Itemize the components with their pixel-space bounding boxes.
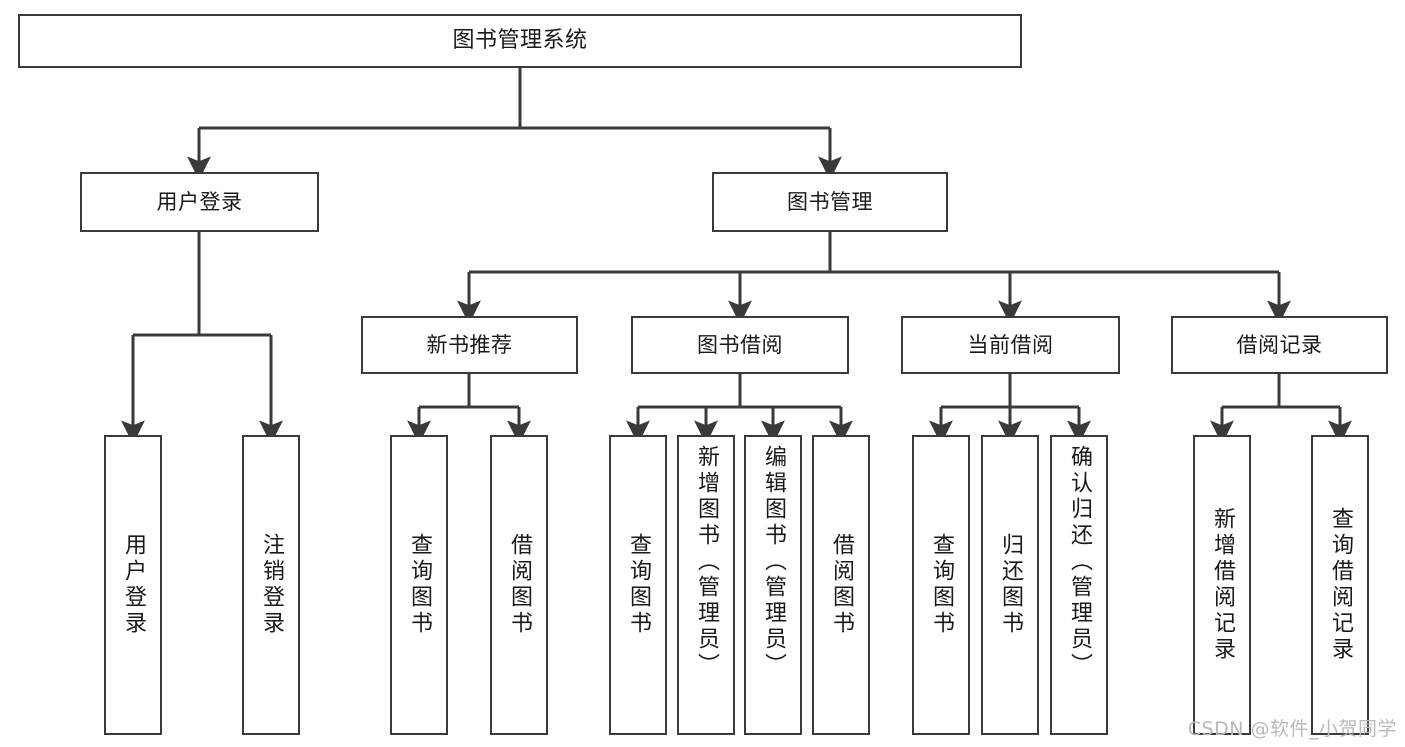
node-book-borrow-label: 图书借阅 bbox=[697, 332, 783, 357]
leaf-current-confirm-return[interactable]: 确认归还（管理员） bbox=[1050, 435, 1108, 735]
node-book-management-label: 图书管理 bbox=[787, 189, 873, 214]
leaf-recommend-query-book[interactable]: 查询图书 bbox=[390, 435, 448, 735]
leaf-borrow-query-book-label: 查询图书 bbox=[626, 533, 651, 637]
watermark-text: CSDN @软件_小贺同学 bbox=[1187, 718, 1397, 740]
leaf-current-query-book[interactable]: 查询图书 bbox=[912, 435, 970, 735]
leaf-user-login-logout-label: 注销登录 bbox=[259, 533, 284, 637]
leaf-borrow-add-book[interactable]: 新增图书（管理员） bbox=[677, 435, 735, 735]
node-borrow-record-label: 借阅记录 bbox=[1236, 332, 1323, 357]
leaf-record-add-record[interactable]: 新增借阅记录 bbox=[1193, 435, 1251, 735]
node-root[interactable]: 图书管理系统 bbox=[18, 14, 1022, 68]
leaf-record-add-record-label: 新增借阅记录 bbox=[1210, 507, 1235, 663]
leaf-current-confirm-return-label: 确认归还（管理员） bbox=[1067, 445, 1092, 679]
leaf-recommend-borrow-book-label: 借阅图书 bbox=[507, 533, 532, 637]
leaf-user-login-login[interactable]: 用户登录 bbox=[104, 435, 162, 735]
node-current-borrow-label: 当前借阅 bbox=[967, 332, 1054, 357]
leaf-current-return-book[interactable]: 归还图书 bbox=[981, 435, 1039, 735]
node-book-borrow[interactable]: 图书借阅 bbox=[631, 316, 849, 374]
leaf-borrow-borrow-book-label: 借阅图书 bbox=[829, 533, 854, 637]
node-new-book-recommend[interactable]: 新书推荐 bbox=[361, 316, 578, 374]
leaf-record-query-record[interactable]: 查询借阅记录 bbox=[1311, 435, 1369, 735]
node-root-label: 图书管理系统 bbox=[452, 28, 588, 54]
node-current-borrow[interactable]: 当前借阅 bbox=[901, 316, 1120, 374]
leaf-current-query-book-label: 查询图书 bbox=[929, 533, 954, 637]
leaf-recommend-borrow-book[interactable]: 借阅图书 bbox=[490, 435, 548, 735]
leaf-borrow-borrow-book[interactable]: 借阅图书 bbox=[812, 435, 870, 735]
node-book-management[interactable]: 图书管理 bbox=[712, 172, 948, 232]
leaf-borrow-add-book-label: 新增图书（管理员） bbox=[694, 445, 719, 679]
leaf-borrow-edit-book[interactable]: 编辑图书（管理员） bbox=[744, 435, 802, 735]
leaf-user-login-login-label: 用户登录 bbox=[121, 533, 146, 637]
leaf-user-login-logout[interactable]: 注销登录 bbox=[242, 435, 300, 735]
node-borrow-record[interactable]: 借阅记录 bbox=[1171, 316, 1388, 374]
leaf-record-query-record-label: 查询借阅记录 bbox=[1328, 507, 1353, 663]
leaf-borrow-query-book[interactable]: 查询图书 bbox=[609, 435, 667, 735]
leaf-current-return-book-label: 归还图书 bbox=[998, 533, 1023, 637]
node-user-login[interactable]: 用户登录 bbox=[80, 172, 319, 232]
leaf-borrow-edit-book-label: 编辑图书（管理员） bbox=[761, 445, 786, 679]
node-new-book-recommend-label: 新书推荐 bbox=[426, 332, 513, 357]
leaf-recommend-query-book-label: 查询图书 bbox=[407, 533, 432, 637]
node-user-login-label: 用户登录 bbox=[156, 189, 243, 214]
